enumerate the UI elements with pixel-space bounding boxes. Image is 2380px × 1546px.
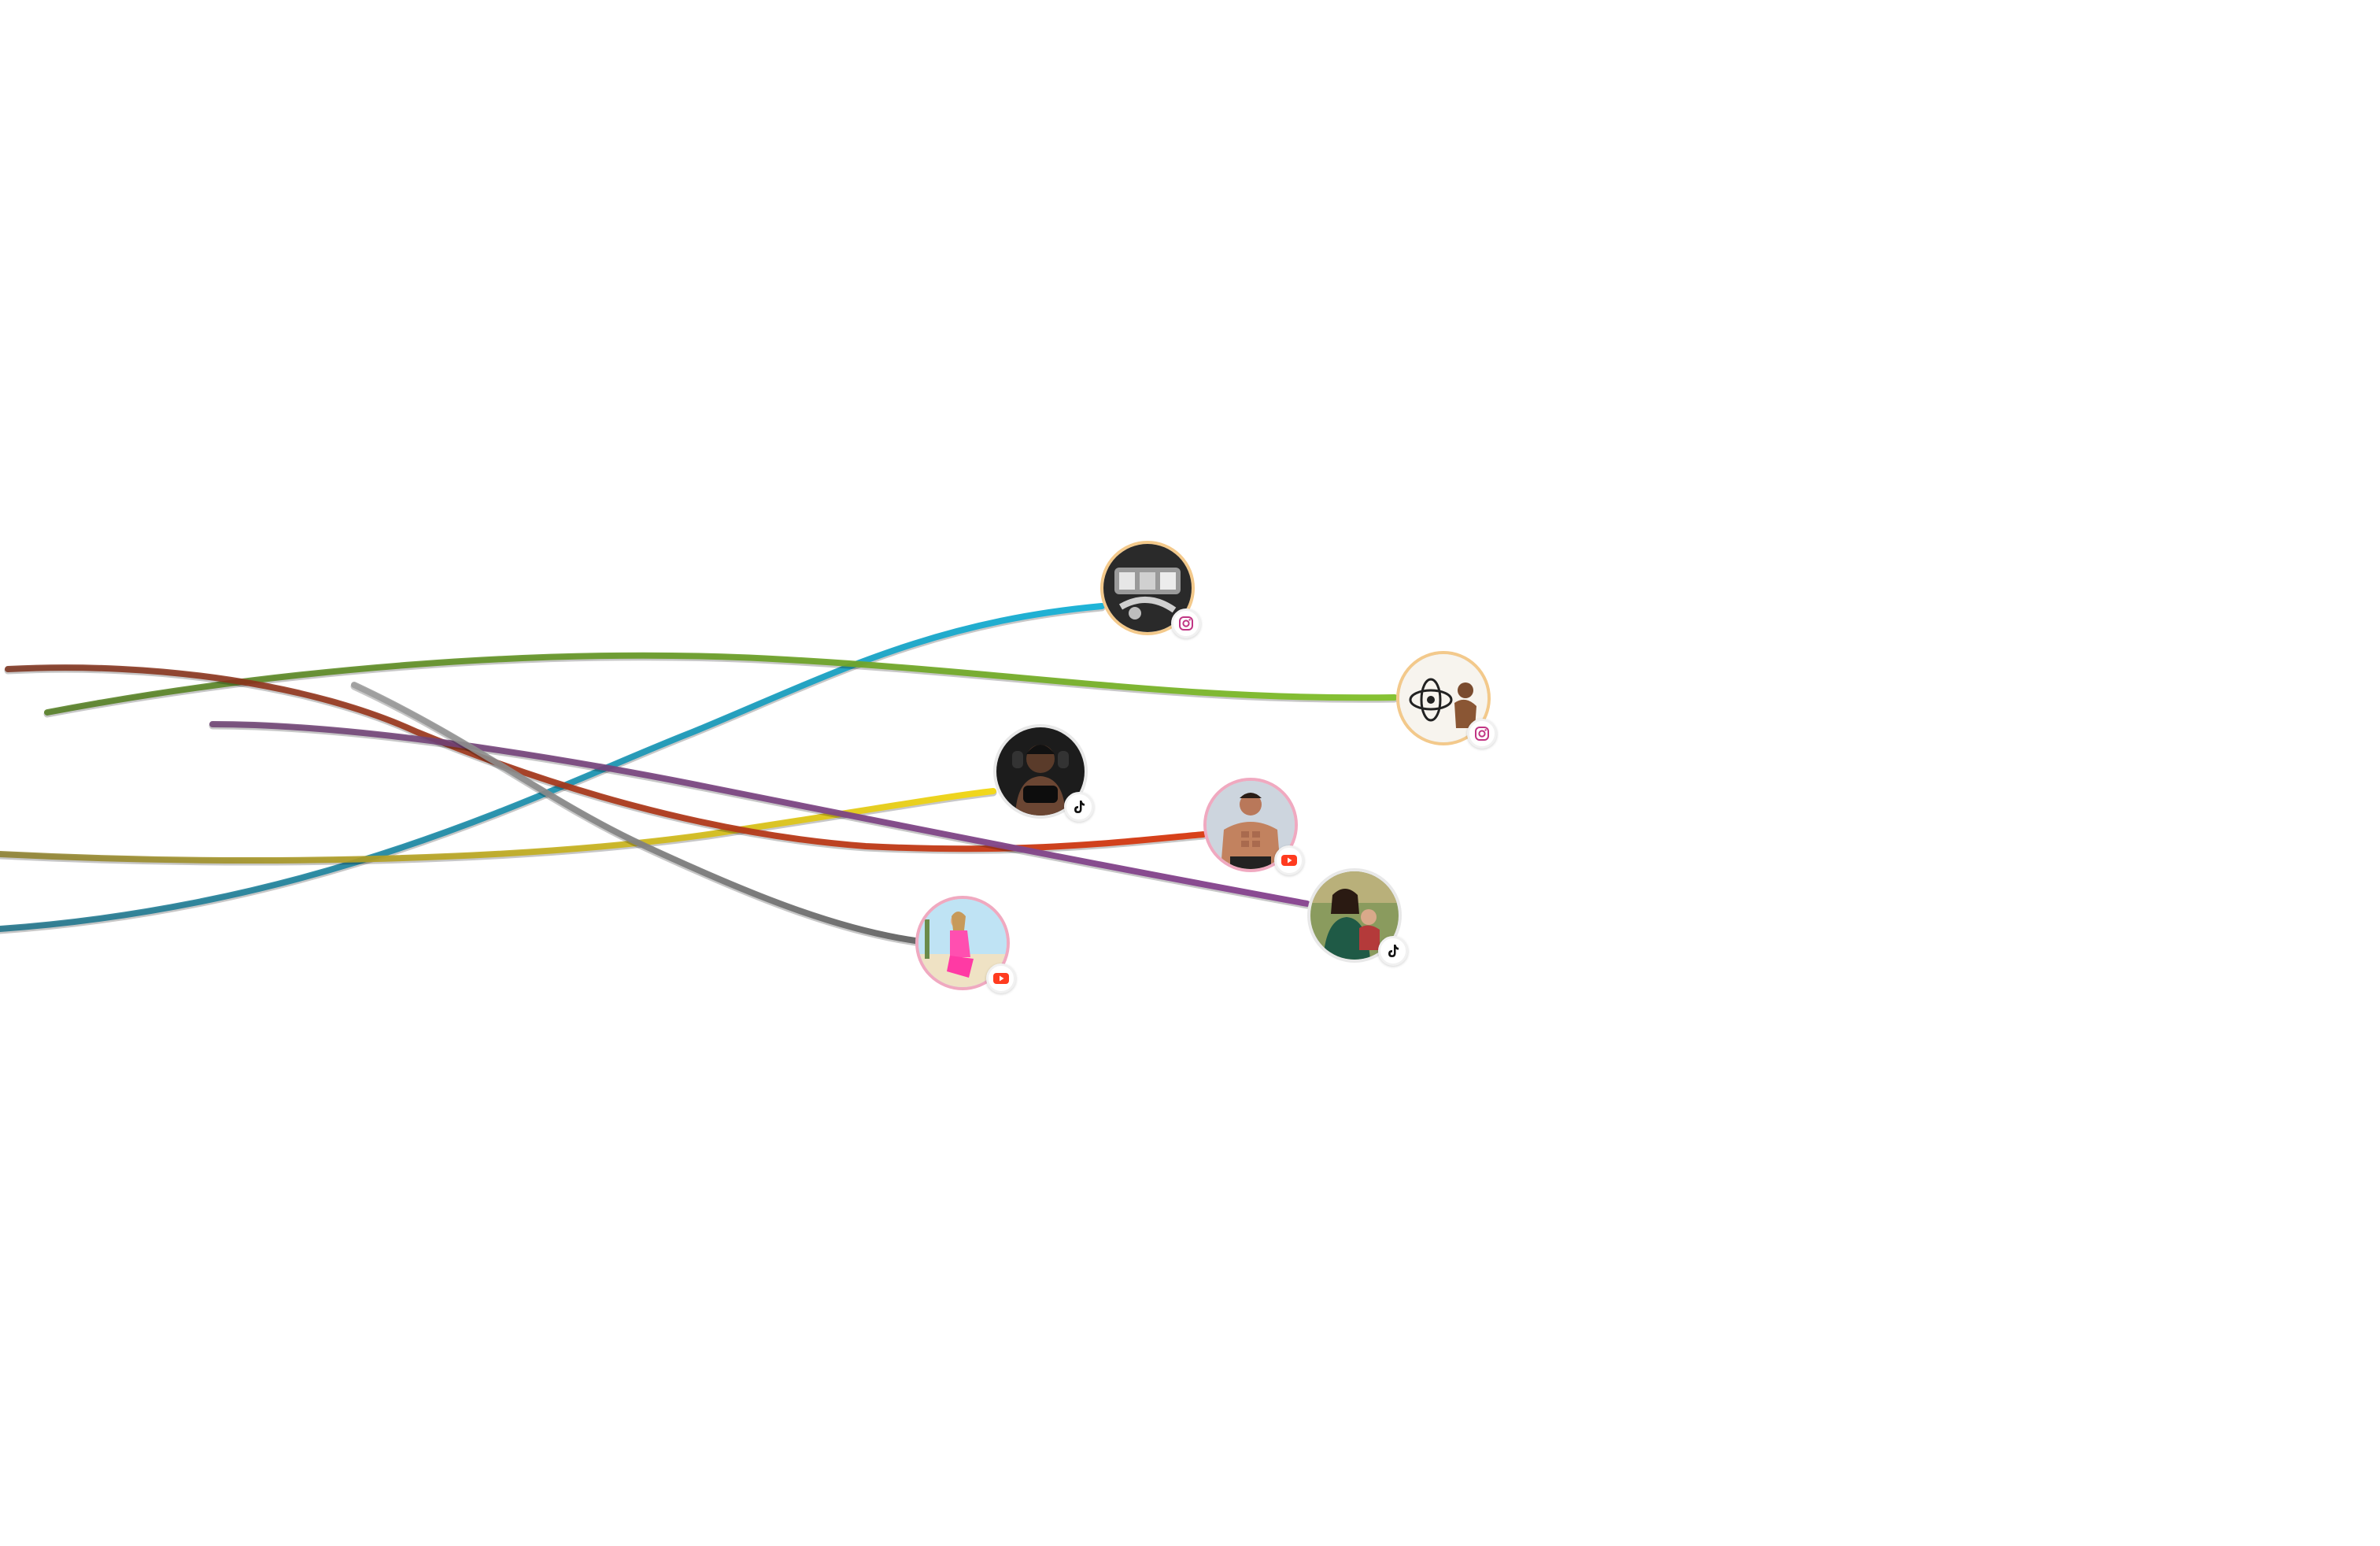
youtube-icon	[986, 963, 1016, 993]
tiktok-icon-glyph	[1074, 801, 1085, 813]
avatar-image	[1399, 654, 1488, 742]
creator-node-creator-4[interactable]	[1203, 778, 1304, 875]
connection-line-creator-3	[0, 788, 996, 864]
instagram-icon	[1467, 719, 1497, 749]
instagram-icon	[1171, 608, 1201, 638]
creator-node-creator-2[interactable]	[1396, 651, 1497, 749]
connection-line-creator-1	[0, 603, 1105, 932]
creator-node-creator-6[interactable]	[915, 896, 1016, 993]
tiktok-icon	[1378, 936, 1408, 966]
connection-line-creator-6	[351, 682, 918, 944]
youtube-icon-glyph	[993, 973, 1009, 984]
avatar-image	[1103, 544, 1192, 632]
connection-line-creator-4	[5, 664, 1207, 853]
creator-node-creator-1[interactable]	[1100, 541, 1201, 638]
creator-node-creator-3[interactable]	[993, 724, 1094, 822]
connection-line-creator-5	[209, 721, 1310, 907]
connection-line-creator-2	[44, 652, 1398, 716]
tiktok-icon	[1064, 792, 1094, 822]
tiktok-icon-glyph	[1388, 945, 1399, 957]
instagram-icon-glyph	[1475, 727, 1489, 741]
connection-line-shadow	[209, 722, 1311, 909]
creator-avatar[interactable]	[1396, 651, 1491, 745]
creator-node-creator-5[interactable]	[1307, 868, 1408, 966]
youtube-icon	[1274, 845, 1304, 875]
youtube-icon-glyph	[1281, 855, 1297, 866]
instagram-icon-glyph	[1179, 616, 1193, 631]
